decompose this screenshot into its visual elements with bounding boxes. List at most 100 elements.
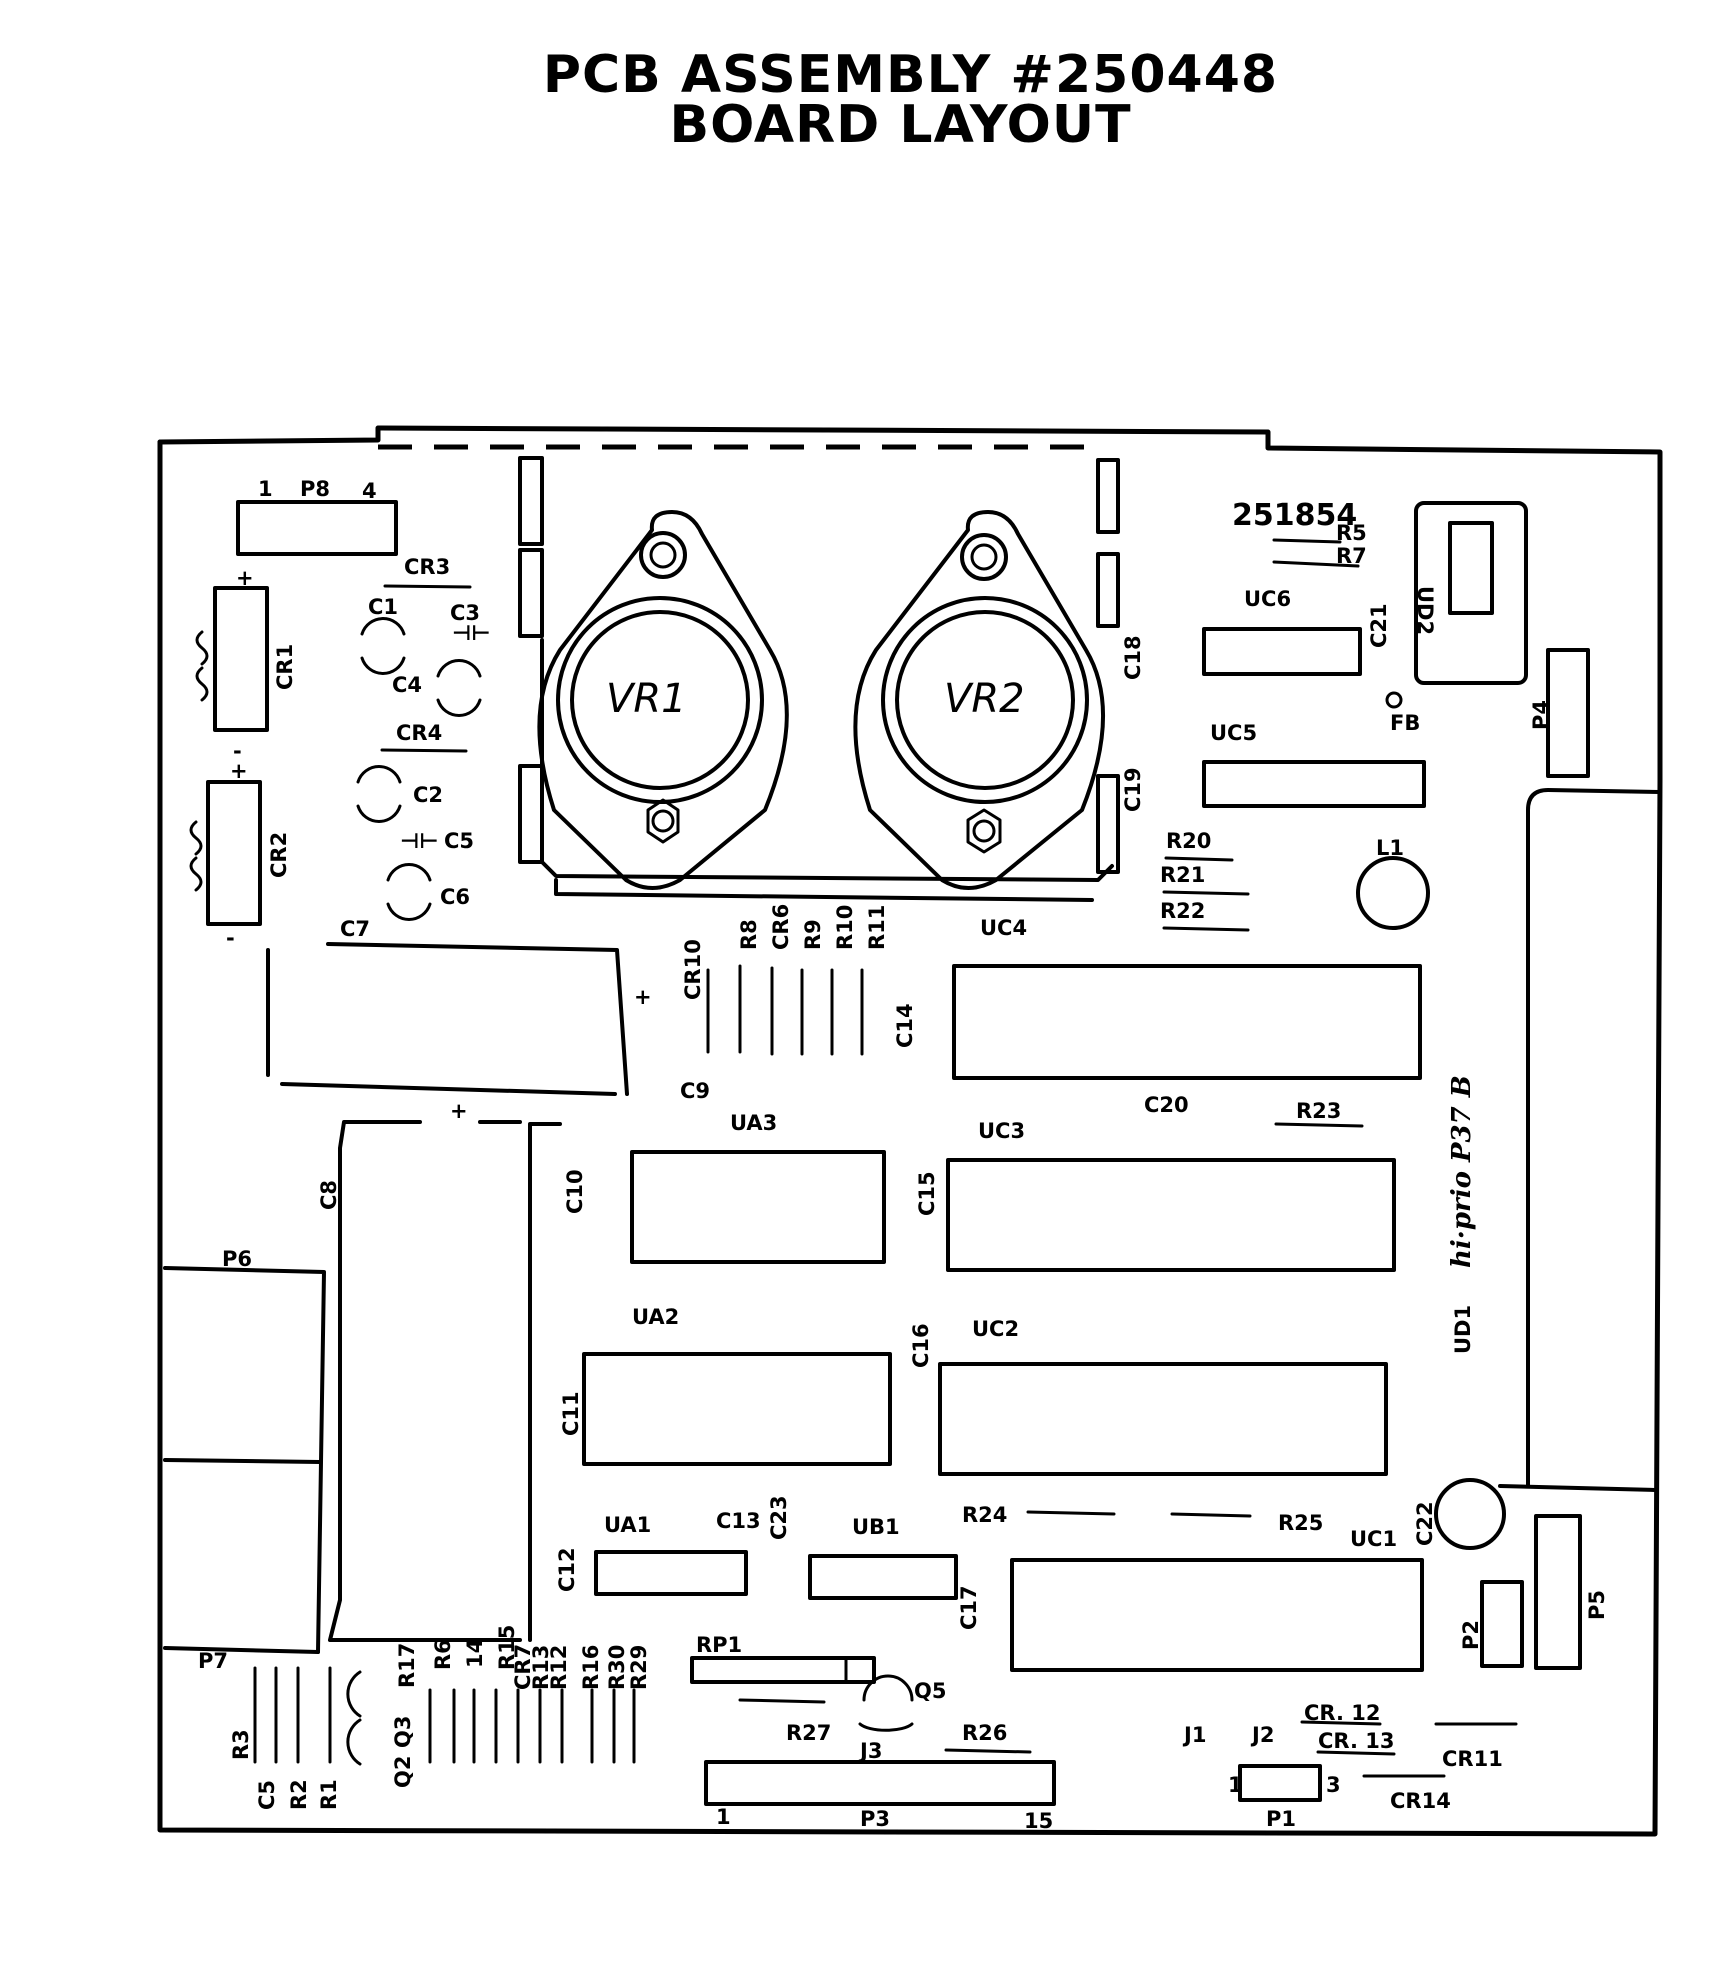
svg-text:UD2: UD2 [1413,586,1437,635]
svg-text:R16: R16 [579,1645,603,1690]
svg-text:C17: C17 [957,1585,981,1630]
svg-text:UD1: UD1 [1451,1305,1475,1354]
svg-text:4: 4 [362,479,377,503]
svg-text:R11: R11 [865,905,889,950]
svg-text:R12: R12 [547,1645,571,1690]
svg-text:⊣⊢: ⊣⊢ [452,621,490,645]
svg-text:UC5: UC5 [1210,721,1257,745]
svg-text:C10: C10 [563,1169,587,1214]
svg-text:15: 15 [1024,1809,1053,1833]
component-group-lower-left: R17 Q3 Q2 R6 14 R15 CR7 R13 R12 R16 R30 … [229,1625,651,1810]
svg-text:CR11: CR11 [1442,1747,1503,1771]
diagram-title: PCB ASSEMBLY #250448 [542,45,1279,105]
svg-text:Q2: Q2 [391,1756,415,1788]
svg-text:C11: C11 [559,1391,583,1436]
component-group-upper-right: 251854 R5 R7 UC6 C21 UD2 FB P4 UC5 R20 R… [1160,498,1662,1492]
svg-text:251854: 251854 [1232,498,1357,533]
svg-text:C6: C6 [440,885,470,909]
svg-text:CR7: CR7 [511,1644,535,1690]
svg-text:3: 3 [1326,1773,1341,1797]
svg-text:R25: R25 [1278,1511,1323,1535]
svg-text:P2: P2 [1459,1620,1483,1650]
svg-text:C12: C12 [555,1547,579,1592]
capacitor-c7: C7 + [266,917,652,1096]
svg-text:1: 1 [258,477,273,501]
svg-text:C2: C2 [413,783,443,807]
svg-text:UA1: UA1 [604,1513,651,1537]
svg-text:R8: R8 [737,919,761,950]
svg-text:Q3: Q3 [391,1716,415,1748]
svg-text:FB: FB [1390,711,1420,735]
svg-text:UC3: UC3 [978,1119,1025,1143]
svg-text:+: + [230,759,248,783]
svg-text:J2: J2 [1250,1723,1274,1747]
svg-text:P5: P5 [1585,1590,1609,1620]
svg-text:Q5: Q5 [914,1679,946,1703]
svg-text:1: 1 [1228,1773,1243,1797]
component-group-lower: UA2 C11 UC2 C16 UA1 C13 C23 UB1 C12 C17 … [555,1305,1506,1672]
diode-cr1: + - CR1 [195,566,297,763]
svg-text:R29: R29 [627,1645,651,1690]
connector-p6-p7: P6 P7 [163,1247,326,1673]
svg-text:C22: C22 [1413,1501,1437,1546]
label-c18: C18 [1121,635,1145,680]
svg-text:UA3: UA3 [730,1111,777,1135]
svg-text:C4: C4 [392,673,422,697]
component-group-bottom-right: J1 J2 CR. 12 CR. 13 CR11 CR14 1 3 P1 [1182,1701,1518,1831]
svg-text:UC6: UC6 [1244,587,1291,611]
svg-text:R24: R24 [962,1503,1007,1527]
svg-text:P6: P6 [222,1247,252,1271]
regulator-vr2: VR2 [853,510,1105,890]
svg-text:R6: R6 [431,1639,455,1670]
connector-p2-p5: P2 P5 [1459,1514,1609,1670]
svg-text:VR1: VR1 [606,676,687,722]
svg-text:C16: C16 [909,1323,933,1368]
svg-text:R3: R3 [229,1729,253,1760]
component-group-middle: CR10 R8 CR6 R9 R10 R11 C14 UC4 C9 UA3 UC… [563,904,1422,1272]
svg-text:UC2: UC2 [972,1317,1019,1341]
label-c19: C19 [1121,767,1145,812]
svg-text:C21: C21 [1367,603,1391,648]
svg-text:C9: C9 [680,1079,710,1103]
svg-text:hi·prio P37 B: hi·prio P37 B [1447,1075,1477,1268]
svg-text:UA2: UA2 [632,1305,679,1329]
svg-text:C23: C23 [767,1495,791,1540]
svg-text:C5: C5 [444,829,474,853]
svg-text:C13: C13 [716,1509,761,1533]
svg-text:⊣⊢: ⊣⊢ [400,829,438,853]
svg-text:CR14: CR14 [1390,1789,1451,1813]
diode-cr2: + - CR2 [189,759,291,950]
svg-text:R15: R15 [495,1625,519,1670]
svg-text:C15: C15 [915,1171,939,1216]
svg-text:P7: P7 [198,1649,228,1673]
svg-text:L1: L1 [1376,836,1404,860]
svg-text:VR2: VR2 [944,676,1025,722]
svg-text:C8: C8 [317,1180,341,1210]
diagram-subtitle: BOARD LAYOUT [669,95,1132,155]
svg-text:CR1: CR1 [273,644,297,690]
svg-text:P1: P1 [1266,1807,1296,1831]
svg-text:R17: R17 [395,1643,419,1688]
svg-text:P4: P4 [1529,700,1553,730]
svg-text:C1: C1 [368,595,398,619]
svg-text:CR2: CR2 [267,832,291,878]
svg-text:R27: R27 [786,1721,831,1745]
svg-text:+: + [634,985,652,1009]
board-marking: hi·prio P37 B UD1 [1447,1075,1477,1354]
svg-text:R10: R10 [833,905,857,950]
svg-text:R9: R9 [801,919,825,950]
svg-text:J1: J1 [1182,1723,1206,1747]
svg-text:RP1: RP1 [696,1633,742,1657]
svg-text:UC1: UC1 [1350,1527,1397,1551]
board-outline [157,425,1663,1837]
svg-text:C5: C5 [255,1780,279,1810]
svg-text:R22: R22 [1160,899,1205,923]
svg-text:P3: P3 [860,1807,890,1831]
svg-text:C7: C7 [340,917,370,941]
svg-text:J3: J3 [858,1739,882,1763]
component-group-power: CR3 C1 C3 ⊣⊢ C4 CR4 C2 ⊣⊢ C5 C6 [356,555,490,921]
heatsink-bracket [518,456,1120,902]
svg-text:CR3: CR3 [404,555,450,579]
svg-text:R5: R5 [1336,521,1367,545]
